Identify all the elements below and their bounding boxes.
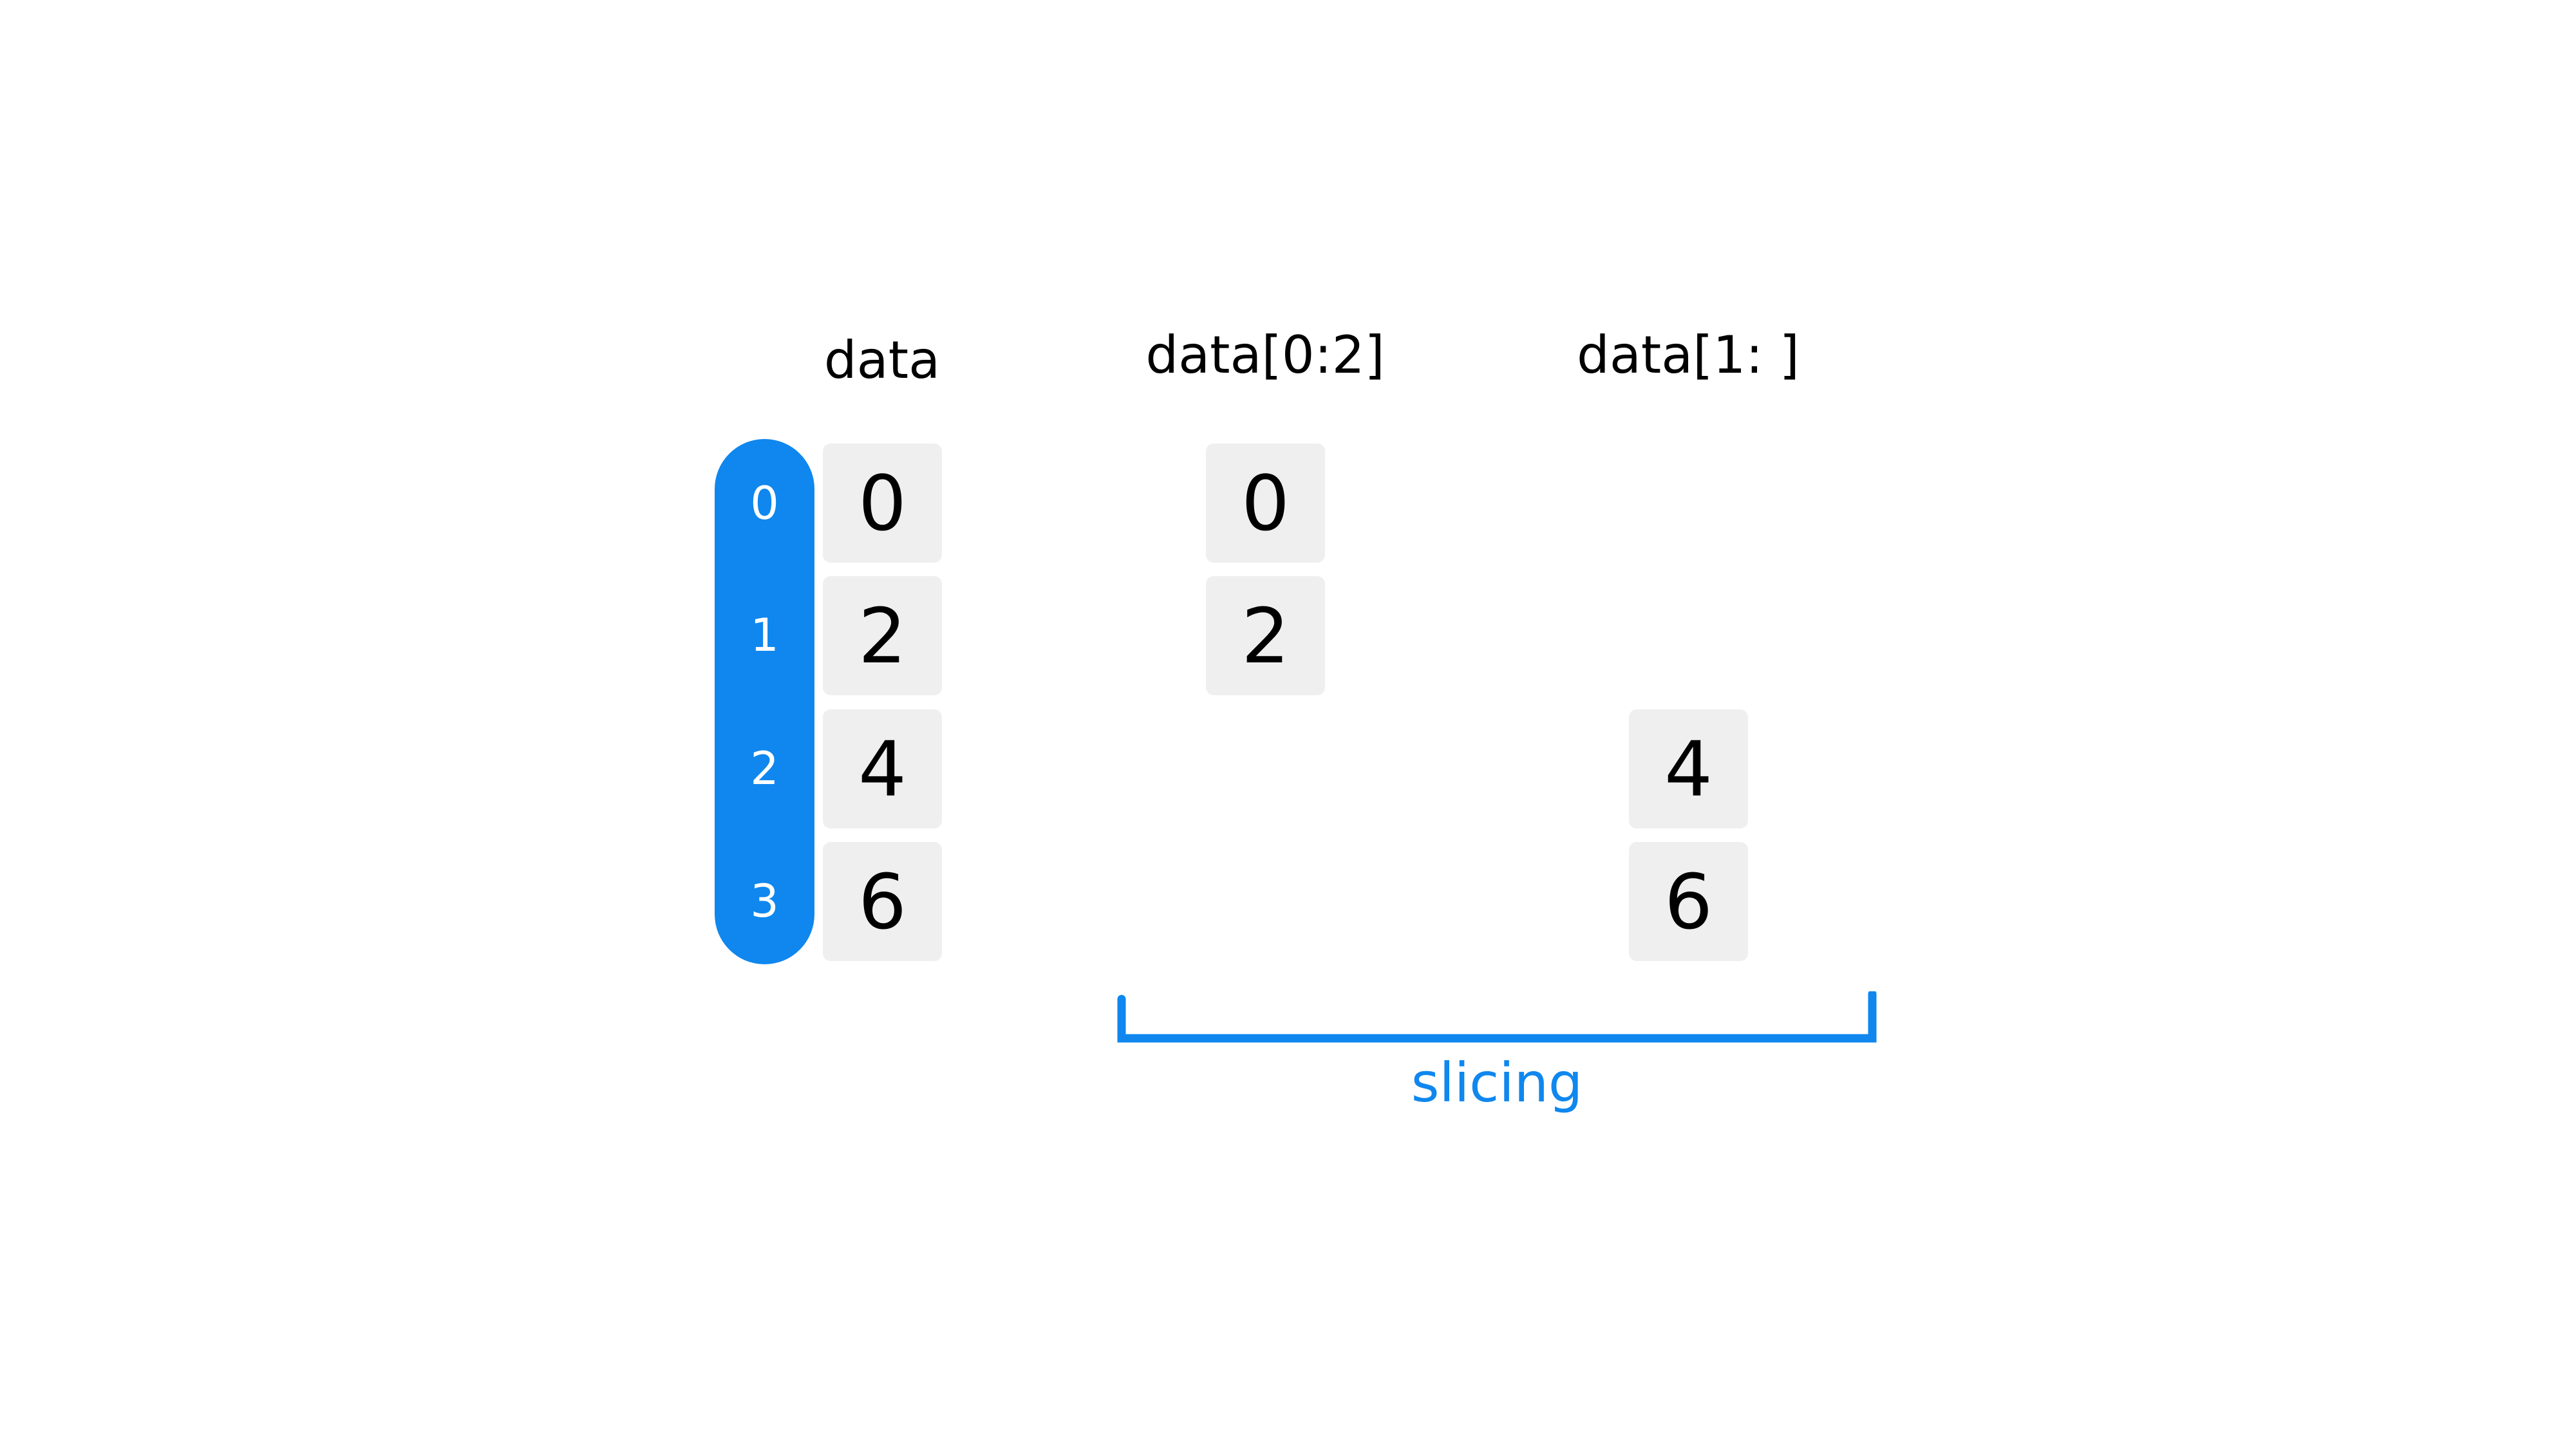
- slice-b-title: data[1: ]: [1577, 325, 1800, 385]
- data-cell-2: 4: [823, 709, 942, 828]
- data-cell-0: 0: [823, 444, 942, 563]
- data-title: data: [823, 330, 941, 390]
- slice-a-cell-1: 2: [1206, 576, 1325, 695]
- index-column: 0 1 2 3: [715, 439, 814, 964]
- slice-b-cell-1: 6: [1629, 842, 1748, 961]
- index-1: 1: [750, 609, 779, 662]
- data-cell-1: 2: [823, 576, 942, 695]
- slice-b-cell-0: 4: [1629, 709, 1748, 828]
- index-3: 3: [750, 875, 779, 928]
- slice-a-title: data[0:2]: [1145, 325, 1385, 385]
- slice-a-cell-0: 0: [1206, 444, 1325, 563]
- index-0: 0: [750, 477, 779, 530]
- index-2: 2: [750, 742, 779, 795]
- slicing-label: slicing: [1411, 1051, 1583, 1114]
- slicing-bracket: [1117, 991, 1877, 1043]
- data-cell-3: 6: [823, 842, 942, 961]
